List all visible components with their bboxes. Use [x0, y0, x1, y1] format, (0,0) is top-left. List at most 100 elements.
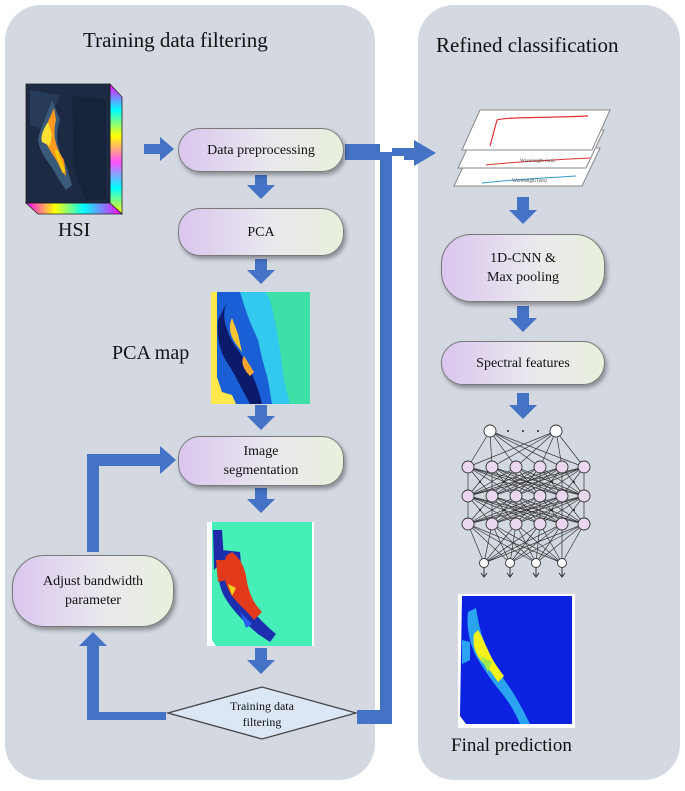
network-edge: [491, 430, 557, 468]
network-node: [509, 489, 523, 503]
network-edge: [467, 523, 511, 564]
network-edge: [515, 466, 585, 497]
segmentation-map-image: [207, 522, 314, 646]
network-edge: [489, 430, 563, 468]
network-edge: [509, 523, 517, 564]
network-edge: [539, 495, 585, 525]
network-node: [505, 558, 515, 568]
network-node: [485, 460, 499, 474]
network-node: [533, 517, 547, 531]
network-node: [533, 489, 547, 503]
network-ellipsis-dot: [551, 481, 553, 483]
arrow-pca-to-map: [247, 259, 275, 284]
network-node: [555, 489, 569, 503]
final-prediction-image: [458, 594, 575, 728]
network-edge: [491, 523, 511, 564]
network-ellipsis-dot: [527, 481, 529, 483]
network-node: [577, 460, 591, 474]
network-edge: [491, 466, 585, 497]
cnn-max-pooling-label: 1D-CNN & Max pooling: [487, 251, 559, 285]
arrow-filtering-to-adjust: [79, 632, 166, 720]
network-edge: [561, 523, 585, 564]
network-edge: [535, 523, 541, 564]
network-node: [555, 460, 569, 474]
network-ellipsis-dot: [503, 509, 505, 511]
network-edge: [467, 523, 537, 564]
network-node: [485, 517, 499, 531]
arrow-preprocessing-to-pca: [247, 175, 275, 199]
network-node: [461, 517, 475, 531]
network-ellipsis-dot: [507, 430, 509, 432]
network-node: [483, 424, 497, 438]
arrow-map-to-segmentation: [247, 405, 275, 430]
network-edge: [467, 495, 563, 525]
network-node: [461, 489, 475, 503]
network-edge: [539, 430, 557, 468]
neural-network-graphic: [461, 424, 591, 578]
network-edge: [489, 430, 517, 468]
network-output-arrow: [532, 568, 540, 578]
arrow-hsi-to-preprocessing: [144, 137, 174, 161]
network-edge: [515, 430, 557, 468]
network-node: [461, 460, 475, 474]
network-node: [485, 489, 499, 503]
network-edge: [535, 523, 563, 564]
network-ellipsis-dot: [479, 481, 481, 483]
network-edge: [483, 523, 541, 564]
network-edge: [467, 466, 517, 497]
flow-arrows: [79, 137, 537, 724]
network-ellipsis-dot: [479, 509, 481, 511]
data-preprocessing-step: Data preprocessing: [178, 128, 344, 172]
network-output-arrow: [480, 568, 488, 578]
network-ellipsis-dot: [527, 509, 529, 511]
network-edge: [509, 523, 563, 564]
training-data-filtering-label: Training data filtering: [230, 699, 294, 729]
adjust-bandwidth-label: Adjust bandwidth parameter: [43, 574, 143, 608]
network-ellipsis-dot: [573, 509, 575, 511]
network-ellipsis-dot: [573, 481, 575, 483]
network-node: [531, 558, 541, 568]
arrow-adjust-to-segmentation: [87, 446, 176, 552]
network-node: [577, 517, 591, 531]
network-node: [557, 558, 567, 568]
network-edge: [483, 523, 585, 564]
network-edge: [483, 523, 563, 564]
network-node: [555, 517, 569, 531]
pca-label: PCA: [247, 224, 275, 240]
left-panel-title: Training data filtering: [83, 28, 268, 52]
network-edge: [539, 523, 563, 564]
network-edge: [483, 523, 517, 564]
arrow-segmentation-to-segmap: [247, 488, 275, 513]
network-edge: [467, 466, 563, 497]
network-edge: [509, 523, 585, 564]
arrow-spectral-to-network: [509, 393, 537, 419]
adjust-bandwidth-step: Adjust bandwidth parameter: [12, 555, 174, 627]
network-edge: [491, 523, 537, 564]
network-edge: [555, 430, 585, 468]
network-edge: [467, 495, 517, 525]
spectral-features-label: Spectral features: [476, 355, 570, 371]
network-ellipsis-dot: [551, 509, 553, 511]
spectra-axis-label: Wavelength (nm): [520, 159, 555, 164]
network-ellipsis-dot: [537, 430, 539, 432]
arrow-segmap-to-filtering: [247, 648, 275, 674]
network-edge: [489, 430, 585, 468]
right-panel: [418, 5, 680, 780]
network-edge: [535, 523, 585, 564]
pca-step: PCA: [178, 208, 344, 256]
final-prediction-label: Final prediction: [451, 735, 572, 756]
network-edge: [467, 523, 563, 564]
arrow-cnn-to-spectral: [509, 306, 537, 332]
network-node: [577, 489, 591, 503]
network-output-arrow: [558, 568, 566, 578]
spectral-features-step: Spectral features: [441, 341, 605, 385]
spectra-stack-image: Wavelength (nm) Wavelength (nm): [453, 109, 611, 187]
network-edge: [467, 430, 557, 468]
pca-map-label: PCA map: [112, 342, 190, 364]
spectra-axis-label: Wavelength (nm): [512, 179, 547, 184]
data-preprocessing-label: Data preprocessing: [207, 142, 315, 158]
network-node: [509, 460, 523, 474]
image-segmentation-step: Image segmentation: [178, 436, 344, 486]
